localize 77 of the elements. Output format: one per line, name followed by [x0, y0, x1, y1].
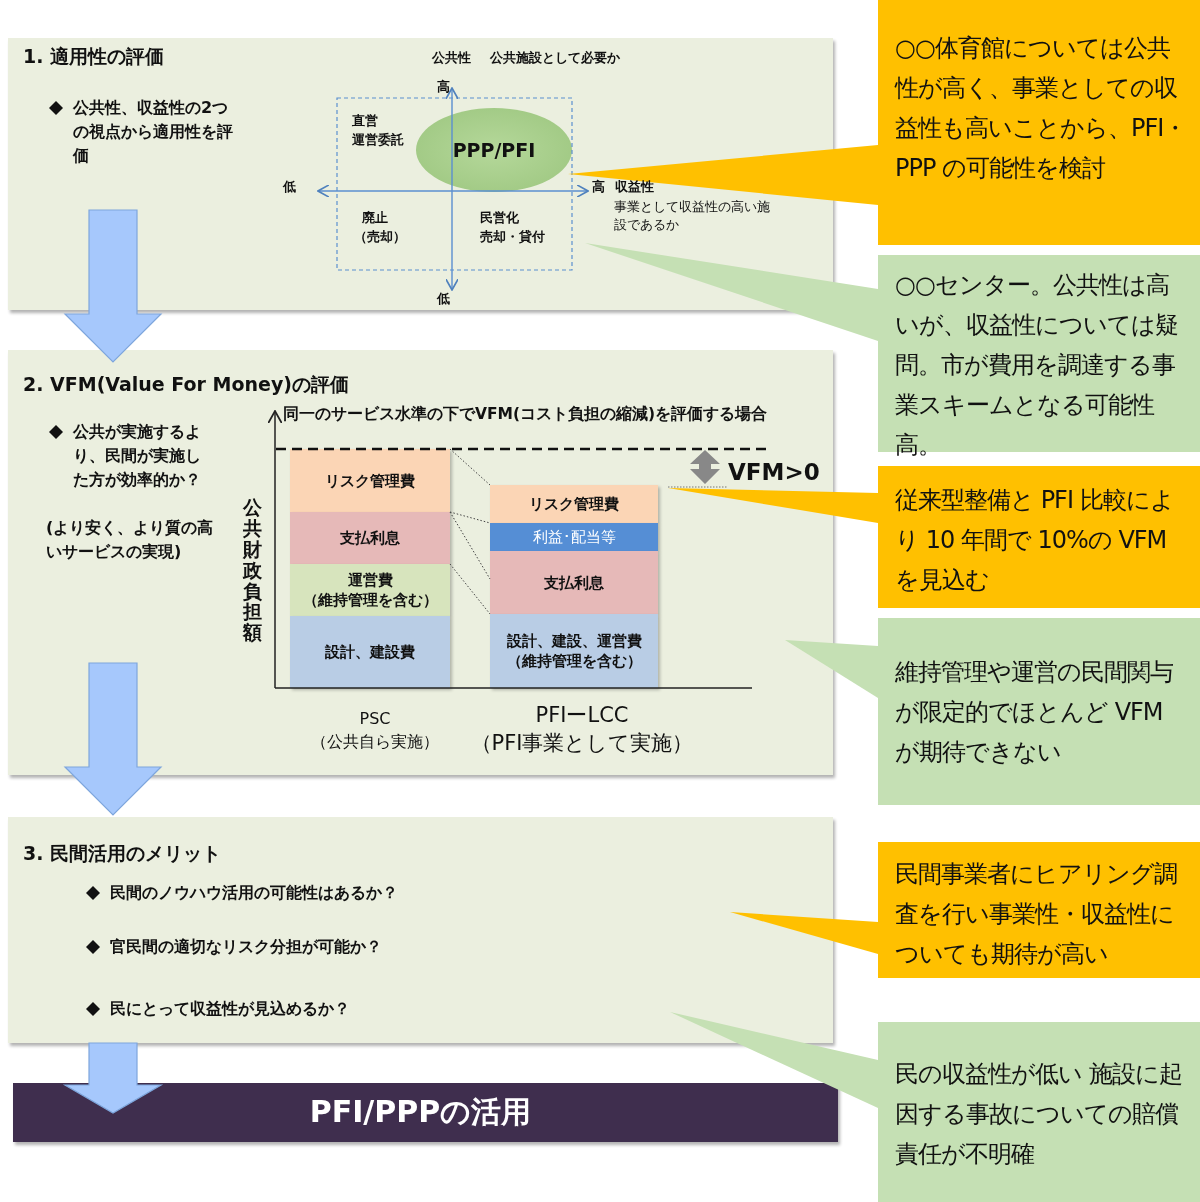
section-panel [8, 38, 833, 310]
category-label: PFIーLCC [534, 702, 630, 729]
banner-text: PFI/PPPの活用 [309, 1093, 532, 1131]
axis-label: 公共性 [432, 49, 471, 67]
axis-label: 直営 [352, 112, 378, 130]
cost-label: （維持管理を含む） [302, 590, 438, 610]
axis-label: 高 [592, 178, 605, 196]
cost-label: 設計、建設費 [325, 642, 415, 662]
callout-pointer [785, 640, 878, 698]
category-label: PSC [358, 708, 392, 730]
cost-label: 利益･配当等 [532, 527, 616, 547]
callout-box [878, 842, 1200, 978]
cost-segment [290, 616, 450, 688]
callout-box [878, 466, 1200, 608]
shape-label: PPP/PFI [452, 139, 536, 161]
axis-label: 高 [437, 78, 450, 96]
block-arrow [63, 209, 163, 363]
connector-line [449, 448, 491, 486]
callout-text: 民間事業者にヒアリング調査を行い事業性・収益性についても期待が高い [895, 859, 1178, 970]
connector-line [449, 511, 491, 524]
callout-text: ○○体育館については公共性が高く、事業としての収益性も高いことから、PFI・PPP の可能性を検討 [895, 33, 1188, 184]
cost-segment [490, 485, 658, 523]
callout-text: ○○センター。公共性は高いが、収益性については疑問。市が費用を調達する事業スキームとなる可能性高。 [895, 270, 1179, 461]
callout-pointer [730, 912, 878, 954]
axis-label: 廃止 [362, 209, 388, 227]
callout-text: 従来型整備と PFI 比較により 10 年間で 10%の VFM を見込む [895, 485, 1175, 596]
callout-pointer [585, 243, 878, 341]
connector-line [449, 563, 491, 615]
chart-note: VFM>0 [728, 458, 820, 487]
cost-label: 支払利息 [340, 528, 400, 548]
callout-text: 民の収益性が低い 施設に起因する事故についての賠償責任が不明確 [895, 1059, 1183, 1170]
cost-segment [290, 564, 450, 616]
bullet-text: 公共が実施するより、民間が実施した方が効率的か？ [73, 421, 202, 491]
cost-segment [490, 614, 658, 688]
axis-label: 民営化 [480, 209, 519, 227]
bullet-text: 民間のノウハウ活用の可能性はあるか？ [110, 882, 398, 904]
cost-segment [490, 551, 658, 614]
bullet-text: 公共性、収益性の2つの視点から適用性を評価 [73, 97, 233, 167]
section-title: 3. 民間活用のメリット [23, 841, 222, 865]
axis-label: 売却・貸付 [480, 228, 545, 246]
connector-line [449, 511, 491, 580]
callout-pointer [668, 488, 878, 523]
cost-label: （維持管理を含む） [506, 651, 642, 671]
cost-label: リスク管理費 [529, 494, 619, 514]
callout-box [878, 1022, 1200, 1202]
axis-label: 低 [437, 290, 450, 308]
block-arrow [63, 662, 163, 816]
callout-text: 維持管理や運営の民間関与が限定的でほとんど VFM が期待できない [895, 657, 1174, 768]
axis-label: 収益性 [615, 178, 654, 196]
block-arrow [62, 1042, 164, 1114]
axis-label: （売却） [354, 228, 406, 246]
category-label: （PFI事業として実施） [469, 730, 695, 757]
result-banner [13, 1083, 838, 1142]
bullet-text: 官民間の適切なリスク分担が可能か？ [110, 936, 382, 958]
axis-label: 運営委託 [352, 131, 404, 149]
body-text: (より安く、より質の高いサービスの実現) [46, 517, 215, 563]
axis-label: 公共施設として必要か [490, 49, 620, 67]
cost-segment [490, 523, 658, 551]
cost-segment [290, 512, 450, 564]
category-label: （公共自ら実施） [310, 731, 440, 753]
section-title: 2. VFM(Value For Money)の評価 [23, 372, 350, 396]
axis-label: 公共財政負担額 [243, 497, 262, 644]
cost-label: 運営費 [347, 570, 393, 590]
chart-note: 同一のサービス水準の下でVFM(コスト負担の縮減)を評価する場合 [283, 404, 768, 425]
cost-segment [290, 449, 450, 512]
bullet-text: 民にとって収益性が見込めるか？ [110, 998, 350, 1020]
callout-box [878, 618, 1200, 805]
section-title: 1. 適用性の評価 [23, 44, 165, 68]
callout-pointer [670, 1012, 878, 1108]
section-panel [8, 817, 833, 1043]
cost-label: 設計、建設、運営費 [506, 631, 642, 651]
cost-label: 支払利息 [544, 572, 604, 593]
axis-label: 事業として収益性の高い施設であるか [614, 198, 771, 234]
callout-box [878, 0, 1200, 245]
section-panel [8, 350, 833, 775]
axis-label: 低 [283, 178, 296, 196]
cost-label: リスク管理費 [325, 470, 415, 491]
